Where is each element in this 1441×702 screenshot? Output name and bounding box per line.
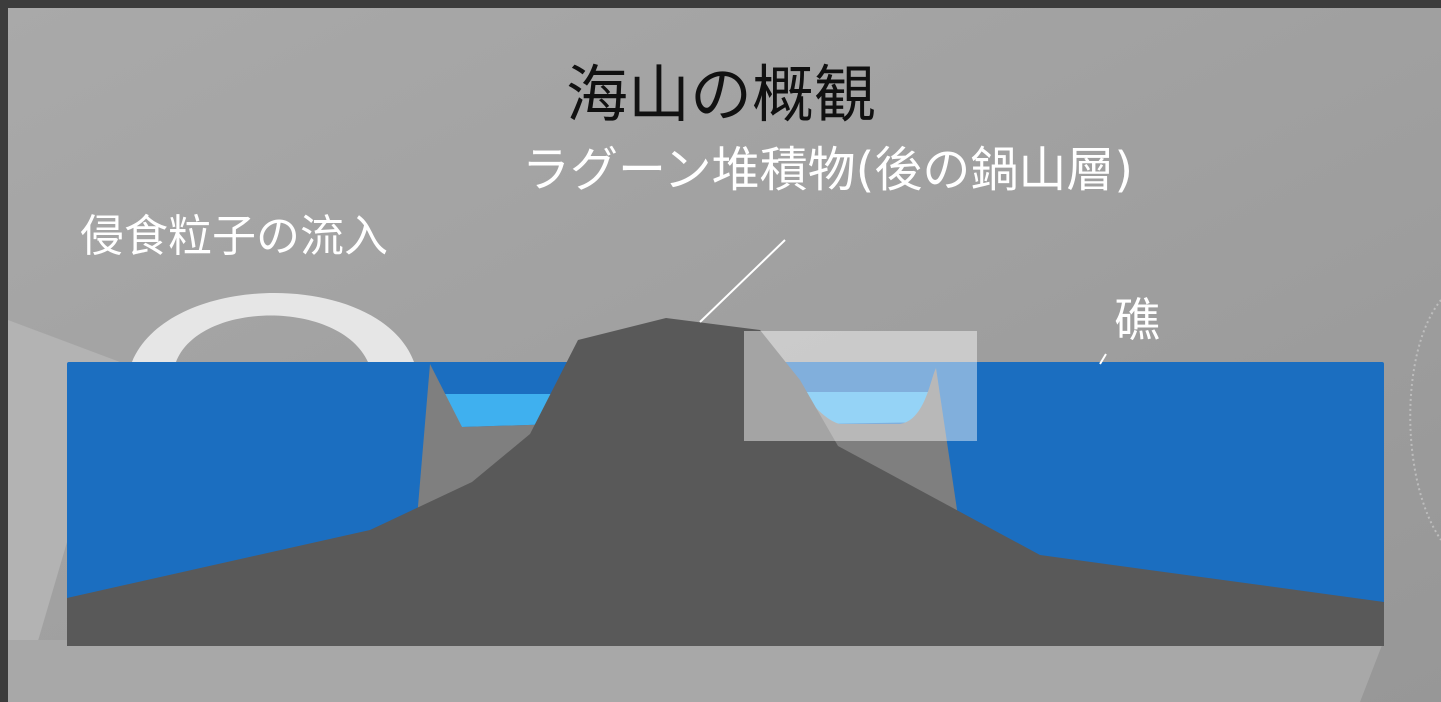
erosion-inflow-label: 侵食粒子の流入 bbox=[80, 211, 388, 262]
reef-leader-line bbox=[1099, 353, 1107, 365]
highlight-box bbox=[744, 331, 977, 441]
lagoon-sediment-label: ラグーン堆積物(後の鍋山層) bbox=[522, 142, 1134, 198]
lagoon-leader-line bbox=[699, 239, 786, 323]
seamount bbox=[67, 318, 1384, 646]
diagram-title: 海山の概観 bbox=[566, 58, 877, 131]
lagoon-water-left bbox=[436, 394, 560, 427]
reef-label: 礁 bbox=[1114, 293, 1160, 347]
background-shape-bottom bbox=[8, 640, 1384, 702]
erosion-inflow-arrow bbox=[132, 293, 414, 362]
edge-dotted-arc bbox=[1409, 299, 1441, 541]
